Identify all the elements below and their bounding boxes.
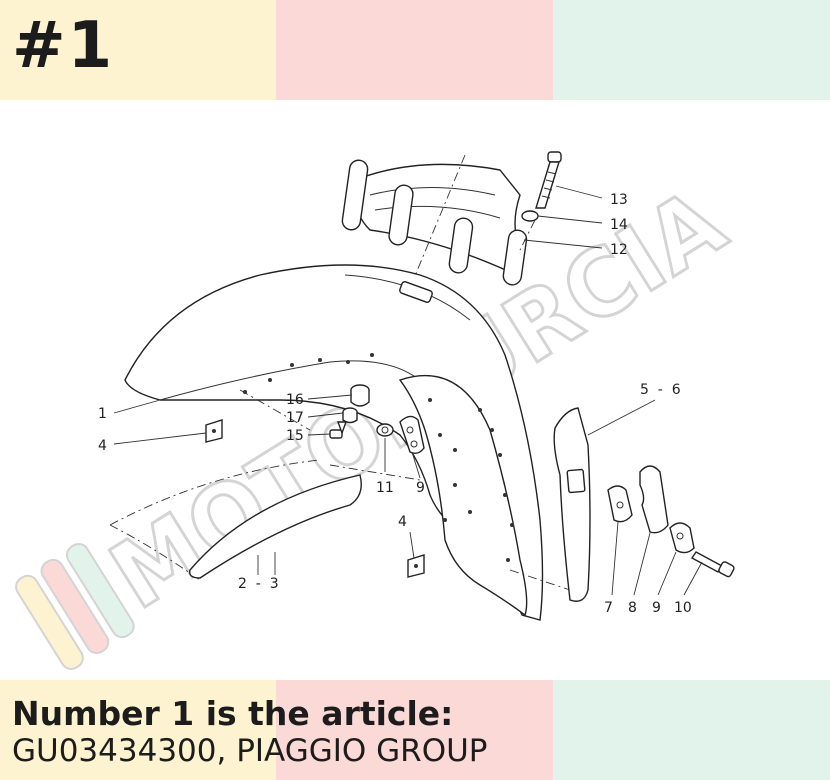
exploded-parts-diagram: MOTOMURCIA bbox=[15, 151, 745, 670]
watermark-stripe-mint bbox=[65, 543, 135, 639]
callout-8: 8 bbox=[628, 600, 637, 616]
callout-5-6: 5 - 6 bbox=[640, 382, 681, 398]
band-pink-cell bbox=[276, 680, 553, 780]
bottom-color-band bbox=[0, 680, 830, 780]
fork-bracket-part bbox=[341, 154, 528, 301]
callout-14: 14 bbox=[610, 217, 628, 233]
callout-11: 11 bbox=[376, 480, 394, 496]
band-mint-cell bbox=[553, 0, 830, 100]
callout-1: 1 bbox=[98, 406, 107, 422]
spacer-17-part bbox=[342, 407, 358, 424]
callout-9-lower: 9 bbox=[652, 600, 661, 616]
watermark-stripe-pink bbox=[40, 558, 110, 655]
washer-14-part bbox=[521, 210, 539, 222]
top-color-band bbox=[0, 0, 830, 100]
band-mint-cell bbox=[553, 680, 830, 780]
band-pink-cell bbox=[276, 0, 553, 100]
plate-9-upper-part bbox=[399, 415, 425, 455]
caption-heading: Number 1 is the article: bbox=[12, 694, 454, 733]
callout-7: 7 bbox=[604, 600, 613, 616]
watermark-stripe-yellow bbox=[15, 574, 84, 670]
clip-4-upper-part bbox=[205, 419, 223, 443]
callout-15: 15 bbox=[286, 428, 304, 444]
plate-9-lower-part bbox=[669, 522, 695, 554]
item-number-badge: #1 bbox=[12, 9, 115, 83]
bolt-13-part bbox=[535, 151, 562, 209]
clip-4-lower-part bbox=[407, 554, 425, 578]
lower-trim-part bbox=[189, 474, 362, 579]
spacer-16-part bbox=[350, 384, 370, 407]
callout-12: 12 bbox=[610, 242, 628, 258]
bolt-10-part bbox=[690, 551, 735, 578]
caption-article-code: GU03434300, PIAGGIO GROUP bbox=[12, 733, 488, 769]
callout-2-3: 2 - 3 bbox=[238, 576, 279, 592]
fender-part bbox=[124, 264, 544, 621]
bracket-8-part bbox=[639, 465, 669, 534]
grommet-7-part bbox=[607, 485, 633, 523]
callout-9-upper: 9 bbox=[416, 480, 425, 496]
side-panel-part bbox=[553, 407, 591, 602]
nut-11-part bbox=[376, 423, 394, 437]
callout-16: 16 bbox=[286, 392, 304, 408]
leader-lines bbox=[113, 185, 703, 596]
callout-17: 17 bbox=[286, 410, 304, 426]
callout-4-upper: 4 bbox=[98, 438, 107, 454]
callout-4-lower: 4 bbox=[398, 514, 407, 530]
callout-13: 13 bbox=[610, 192, 628, 208]
callout-10: 10 bbox=[674, 600, 692, 616]
band-yellow-cell bbox=[0, 0, 276, 100]
screw-15-part bbox=[329, 421, 347, 439]
band-yellow-cell bbox=[0, 680, 276, 780]
